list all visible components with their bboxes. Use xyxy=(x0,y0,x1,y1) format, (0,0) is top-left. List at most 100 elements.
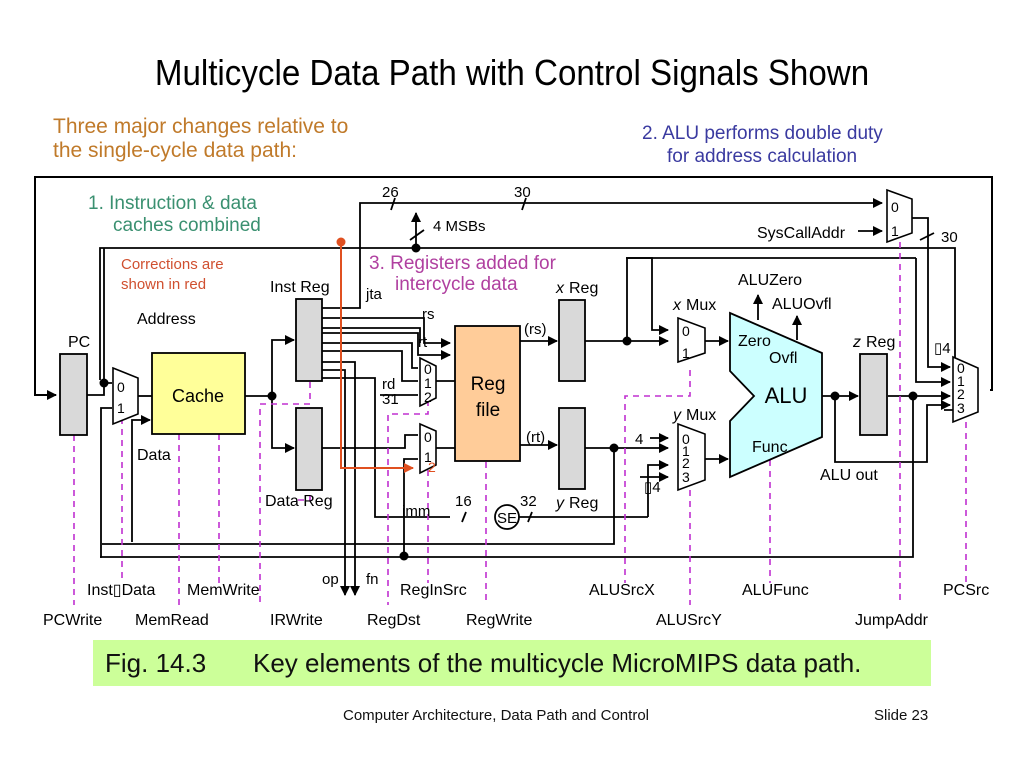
pc-feedback-wire xyxy=(34,176,993,400)
address-mux xyxy=(112,366,139,426)
change-2-note: 2. ALU performs double duty for address … xyxy=(642,122,883,168)
y-mux-in-1: 1 xyxy=(682,443,690,459)
control-lines xyxy=(73,242,967,605)
imm-label: imm xyxy=(402,503,430,520)
pc-register xyxy=(59,353,88,436)
y-reg-label: Reg xyxy=(569,495,598,512)
reg-file-label-1: Reg xyxy=(471,374,506,395)
ctrl-reg-in-src: RegInSrc xyxy=(400,582,467,599)
change-1-line-2: caches combined xyxy=(113,215,261,236)
y-reg-var: y xyxy=(555,495,565,512)
data-reg-label: Data Reg xyxy=(265,493,333,510)
const-4-label: 4 xyxy=(635,431,643,448)
z-reg-label: Reg xyxy=(866,334,895,351)
wires xyxy=(87,197,956,596)
correction-wire xyxy=(340,242,414,473)
intro-note-line-1: Three major changes relative to xyxy=(53,115,349,138)
bits-30-top-label: 30 xyxy=(514,184,531,201)
y-register xyxy=(558,407,586,490)
cache-label: Cache xyxy=(172,386,224,406)
corrections-line-2: shown in red xyxy=(121,276,206,293)
pc-label: PC xyxy=(68,334,90,351)
figure-caption: Fig. 14.3 Key elements of the multicycle… xyxy=(93,640,931,686)
z-register xyxy=(859,353,888,436)
alu-func-label: Func xyxy=(752,439,788,456)
alu-zero-label: Zero xyxy=(738,333,771,350)
change-1-line-1: 1. Instruction & data xyxy=(88,193,257,214)
ctrl-ir-write: IRWrite xyxy=(270,612,323,629)
sign-extend xyxy=(494,504,520,530)
reginsrc-mux-in-0: 0 xyxy=(424,429,432,445)
change-3-line-1: 3. Registers added for xyxy=(369,253,557,274)
ctrl-mem-write: MemWrite xyxy=(187,582,260,599)
rt-label: rt xyxy=(418,334,428,351)
alu-label: ALU xyxy=(765,383,808,408)
alu-block xyxy=(729,311,823,479)
data-register xyxy=(295,407,323,491)
ctrl-jump-addr: JumpAddr xyxy=(855,612,929,629)
figure-text: Key elements of the multicycle MicroMIPS… xyxy=(253,648,862,678)
pc-mux-in-3: 3 xyxy=(957,400,965,416)
correction-dot xyxy=(336,237,346,247)
pc-mux-in-1: 1 xyxy=(957,373,965,389)
junction-dots xyxy=(99,243,918,561)
change-2-line-1: 2. ALU performs double duty xyxy=(642,123,883,144)
jump-mux xyxy=(886,188,913,244)
footer-slide-number: Slide 23 xyxy=(874,707,929,724)
rs-out-label: (rs) xyxy=(524,321,547,338)
ctrl-reg-write: RegWrite xyxy=(466,612,532,629)
rt-out-label: (rt) xyxy=(526,429,545,446)
se-label: SE xyxy=(497,510,517,527)
jta-label: jta xyxy=(365,286,383,303)
reg-file-label-2: file xyxy=(476,400,500,421)
intro-note-line-2: the single-cycle data path: xyxy=(53,139,297,162)
registers xyxy=(59,298,888,491)
pc-mux xyxy=(952,355,979,424)
x-register xyxy=(558,299,586,382)
figure-number: Fig. 14.3 xyxy=(105,648,207,678)
z-reg-var: z xyxy=(852,334,861,351)
addr-mux-in-1: 1 xyxy=(117,400,125,416)
ctrl-inst-data: Inst▯Data xyxy=(87,582,155,599)
x-reg-var: x xyxy=(555,280,565,297)
regdst-mux-in-0: 0 xyxy=(424,361,432,377)
x-mux-label: Mux xyxy=(686,297,716,314)
jump-mux-in-1: 1 xyxy=(891,223,899,239)
change-2-line-2: for address calculation xyxy=(667,146,858,167)
y-mux-in-2: 2 xyxy=(682,455,690,471)
times4-y-label: ▯4 xyxy=(644,479,661,496)
ctrl-reg-dst: RegDst xyxy=(367,612,421,629)
change-3-line-2: intercycle data xyxy=(395,274,518,295)
corrections-line-1: Corrections are xyxy=(121,256,224,273)
x-mux-in-0: 0 xyxy=(682,323,690,339)
reginsrc-mux-in-2: 2 xyxy=(428,459,436,475)
pc-mux-in-2: 2 xyxy=(957,386,965,402)
x-mux-in-1: 1 xyxy=(682,345,690,361)
msbs-label: 4 MSBs xyxy=(433,218,486,235)
fn-label: fn xyxy=(366,571,379,588)
ctrl-pc-write: PCWrite xyxy=(43,612,102,629)
y-mux-in-3: 3 xyxy=(682,469,690,485)
address-label: Address xyxy=(137,311,196,328)
rd-label: rd xyxy=(382,376,395,393)
cache-block xyxy=(151,352,246,435)
register-file xyxy=(454,325,521,462)
muxes xyxy=(112,188,979,492)
bits-30-right-label: 30 xyxy=(941,229,958,246)
inst-register xyxy=(295,298,323,382)
y-mux-label: Mux xyxy=(686,407,716,424)
reginsrc-mux-in-1: 1 xyxy=(424,449,432,465)
syscall-addr-label: SysCallAddr xyxy=(757,225,846,242)
alu-out-label: ALU out xyxy=(820,467,878,484)
jump-mux-in-0: 0 xyxy=(891,199,899,215)
bits-26-label: 26 xyxy=(382,184,399,201)
inst-reg-label: Inst Reg xyxy=(270,279,330,296)
y-mux-var: y xyxy=(672,407,682,424)
x-reg-label: Reg xyxy=(569,280,598,297)
footer-course: Computer Architecture, Data Path and Con… xyxy=(343,707,649,724)
alu-ovfl-output: ALUOvfl xyxy=(772,296,832,313)
alu-ovfl-label: Ovfl xyxy=(769,350,797,367)
regdst-mux xyxy=(419,356,437,408)
x-mux-var: x xyxy=(672,297,682,314)
